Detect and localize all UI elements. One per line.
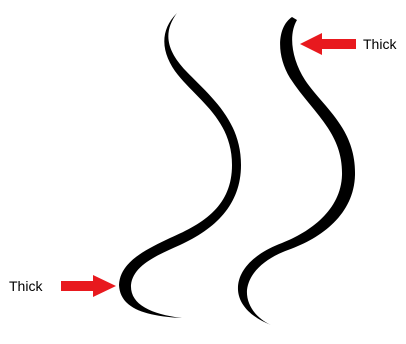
left-arrow-shaft [61, 281, 95, 291]
left-arrow-head [93, 275, 116, 297]
right-stroke-curve [238, 17, 355, 325]
label-thick-left: Thick [9, 278, 42, 294]
right-arrow [300, 33, 356, 55]
right-arrow-shaft [320, 39, 356, 49]
label-thick-right: Thick [363, 36, 396, 52]
left-arrow [61, 275, 116, 297]
right-arrow-head [300, 33, 322, 55]
left-stroke-curve [119, 13, 241, 318]
